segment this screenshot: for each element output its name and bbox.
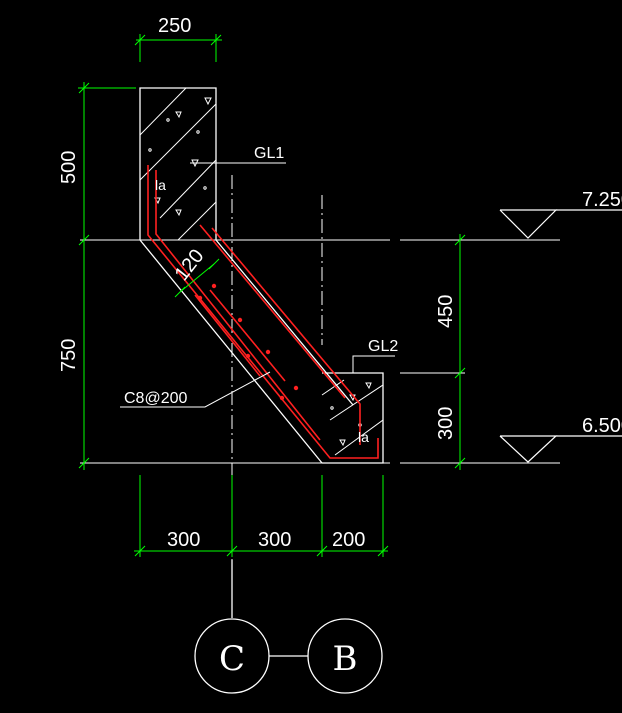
- dim-bottom-3: 200: [332, 529, 365, 551]
- label-gl1: GL1: [254, 145, 284, 162]
- elevation-marks: [499, 209, 622, 463]
- elevation-upper: 7.250: [582, 189, 622, 211]
- label-gl2: GL2: [368, 338, 398, 355]
- dim-top-width: 250: [158, 15, 191, 37]
- grid-axis-b: B: [333, 639, 358, 679]
- center-lines: [231, 175, 323, 560]
- label-anchor-2: la: [358, 429, 369, 445]
- elevation-lower: 6.500: [582, 415, 622, 437]
- grid-bubbles: [194, 560, 383, 694]
- grid-axis-c: C: [219, 639, 245, 679]
- dim-bottom-1: 300: [167, 529, 200, 551]
- dim-slab-thickness: 120: [171, 245, 209, 285]
- label-rebar: C8@200: [124, 390, 187, 407]
- leader-lines: [120, 162, 395, 408]
- dim-right-upper: 450: [435, 295, 457, 328]
- dim-left-lower: 750: [58, 339, 80, 372]
- dimension-lines: [78, 34, 466, 557]
- dim-bottom-2: 300: [258, 529, 291, 551]
- rebar-dots: [197, 283, 299, 401]
- rebar: [147, 165, 379, 459]
- dim-left-upper: 500: [58, 151, 80, 184]
- label-anchor-1: la: [155, 177, 166, 193]
- dim-right-lower: 300: [435, 407, 457, 440]
- reference-lines: [80, 239, 560, 464]
